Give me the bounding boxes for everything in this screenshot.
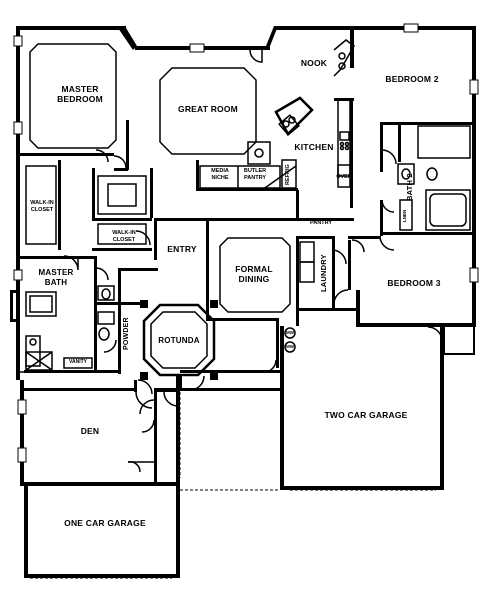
nook-label: NOOK	[300, 58, 328, 68]
microwave-label-2: MW	[286, 344, 294, 349]
kitchen-fixtures	[199, 96, 351, 191]
two-car-garage-label: TWO CAR GARAGE	[324, 410, 408, 420]
oven-label: OVEN	[336, 174, 352, 180]
den-label: DEN	[80, 426, 100, 436]
windows	[13, 23, 479, 463]
powder-label: POWDER	[123, 317, 130, 351]
butler-pantry-label: BUTLER PANTRY	[243, 168, 267, 181]
walkin-closet-master-label: WALK-IN CLOSET	[30, 200, 54, 213]
media-niche-label: MEDIA NICHE	[211, 168, 229, 181]
ceiling-outlines	[29, 43, 291, 313]
kitchen-label: KITCHEN	[294, 142, 334, 152]
formal-dining-label: FORMAL DINING	[235, 264, 273, 284]
one-car-garage-label: ONE CAR GARAGE	[64, 518, 146, 528]
bath-fixtures	[20, 125, 471, 373]
great-room-label: GREAT ROOM	[178, 104, 238, 114]
refrig-label: REFRIG	[285, 164, 291, 186]
bath2-label: BATH 2	[405, 173, 414, 201]
garage-doors	[30, 392, 436, 579]
nook-window	[333, 39, 355, 77]
interior-walls	[18, 98, 474, 482]
laundry-label: LAUNDRY	[319, 254, 328, 292]
microwave-label-1: MW	[286, 330, 294, 335]
bedroom3-label: BEDROOM 3	[387, 278, 441, 288]
vanity-label: VANITY	[69, 359, 87, 365]
linen-label: LNEN	[402, 209, 407, 223]
rotunda-label: ROTUNDA	[158, 336, 200, 345]
rotunda-structure	[140, 300, 218, 390]
entry-label: ENTRY	[167, 244, 197, 254]
master-bedroom-label: MASTER BEDROOM	[57, 84, 103, 104]
master-bath-label: MASTER BATH	[38, 268, 74, 287]
bedroom2-label: BEDROOM 2	[385, 74, 439, 84]
walkin-closet-hall-label: WALK-IN CLOSET	[112, 230, 136, 243]
door-swings	[63, 49, 443, 473]
pantry-label: PANTRY	[310, 220, 332, 226]
